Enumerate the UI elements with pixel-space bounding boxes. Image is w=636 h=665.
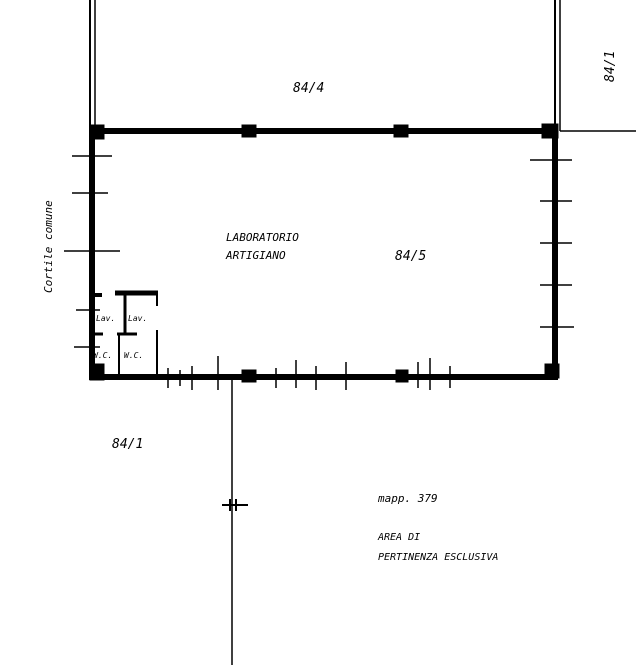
wash-label-1: Lav.: [96, 314, 115, 323]
room-parcel-label: 84/5: [395, 249, 426, 264]
parcel-north-label: 84/4: [293, 81, 324, 96]
mapp-label: mapp. 379: [377, 492, 438, 505]
wc-label-1: W.C.: [93, 351, 112, 360]
room-name-line1: LABORATORIO: [226, 231, 299, 244]
room-name-line2: ARTIGIANO: [225, 249, 286, 262]
parcel-east-label: 84/1: [603, 51, 618, 82]
wc-label-2: W.C.: [124, 351, 143, 360]
walls: [64, 0, 636, 665]
wash-label-2: Lav.: [128, 314, 147, 323]
area-label-line2: PERTINENZA ESCLUSIVA: [378, 552, 498, 563]
parcel-south-label: 84/1: [112, 437, 143, 452]
courtyard-label: Cortile comune: [42, 200, 55, 293]
area-label-line1: AREA DI: [377, 532, 420, 543]
